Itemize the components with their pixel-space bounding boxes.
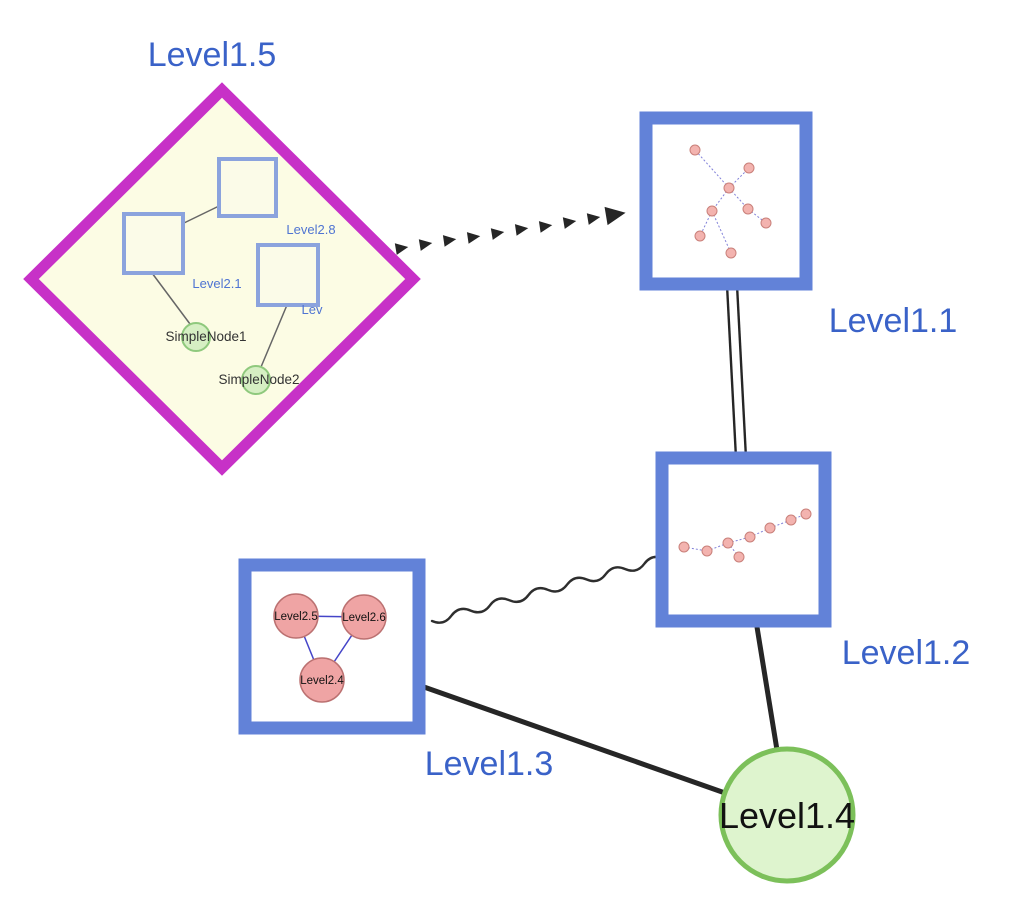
mini-graph-level1-1 [689,144,772,259]
mini-node[interactable] [785,514,797,526]
label-level2-6: Level2.6 [342,612,385,624]
mini-graph-level1-2 [678,508,812,563]
mini-node[interactable] [733,551,745,563]
circle-shape-level1-4[interactable] [718,746,856,884]
label-level2-1: Level2.1 [192,276,241,291]
node-simplenode1[interactable] [181,322,211,352]
edge-level15-to-level11[interactable] [394,206,626,255]
node-level2-6[interactable] [341,594,387,640]
double-line-right [735,284,748,459]
mini-edge[interactable] [694,149,730,189]
node-level2-1[interactable] [122,212,185,275]
mini-edge[interactable] [727,542,740,558]
edge-level21-level28[interactable] [183,205,220,224]
group-rect-level1-2[interactable] [655,451,832,628]
group-rect-level1-3[interactable] [238,558,426,735]
label-level2-4: Level2.4 [300,675,344,687]
label-simplenode2: SimpleNode2 [218,372,299,387]
label-level2-5: Level2.5 [274,611,317,623]
node-level1-1[interactable] [639,111,813,291]
node-level2-trunc[interactable] [256,243,320,307]
edge-level11-to-level12[interactable] [725,284,748,459]
label-simplenode1: SimpleNode1 [165,329,246,344]
label-level1-3: Level1.3 [425,745,554,783]
edge-level13-to-level14[interactable] [421,684,728,796]
mini-node[interactable] [723,182,735,194]
mini-node[interactable] [743,162,755,174]
edge-level21-simplenode1[interactable] [151,272,191,325]
mini-node[interactable] [764,522,776,534]
double-line-left [725,284,738,459]
label-level1-1: Level1.1 [829,302,958,340]
group-rect-level1-1[interactable] [639,111,813,291]
mini-node[interactable] [706,205,718,217]
node-level1-4[interactable]: Level1.4 [718,746,856,884]
mini-node[interactable] [689,144,701,156]
mini-node[interactable] [694,230,706,242]
mini-node[interactable] [722,537,734,549]
edge-lev-simplenode2[interactable] [260,304,288,368]
mini-node[interactable] [800,508,812,520]
label-level1-2: Level1.2 [842,634,971,672]
node-simplenode2[interactable] [241,365,271,395]
mini-node[interactable] [678,541,690,553]
node-level2-5[interactable] [273,593,319,639]
mini-node[interactable] [701,545,713,557]
edge-level13-to-level12[interactable] [430,555,665,624]
node-level1-2[interactable] [655,451,832,628]
mini-node[interactable] [760,217,772,229]
edge-level12-to-level14[interactable] [754,624,780,753]
label-level1-5: Level1.5 [148,36,277,74]
label-level2-8: Level2.8 [286,222,335,237]
node-level2-4[interactable] [299,657,345,703]
mini-node[interactable] [744,531,756,543]
node-level1-5[interactable]: Level2.8 Level2.1 Lev SimpleNode1 Simple… [23,82,421,476]
diamond-shape[interactable] [23,82,421,476]
label-level2-trunc: Lev [302,302,323,317]
mini-node[interactable] [725,247,737,259]
node-level1-3[interactable]: Level2.5 Level2.6 Level2.4 [238,558,426,735]
mini-node[interactable] [742,203,754,215]
label-level1-4: Level1.4 [719,795,855,836]
node-level2-8[interactable] [217,157,278,218]
